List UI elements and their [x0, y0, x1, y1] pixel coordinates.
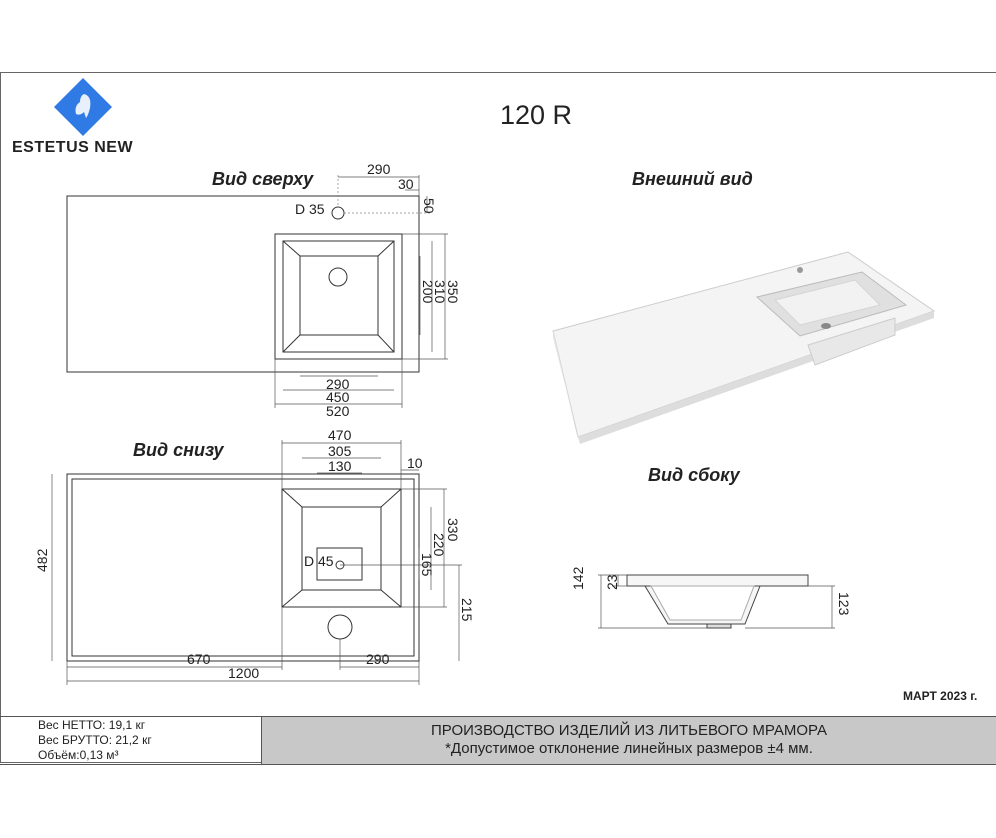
faucet-hole: [327, 614, 353, 640]
dimension-label: D 35: [295, 201, 325, 217]
countertop-outline: [66, 195, 420, 373]
dimension-label: D 45: [304, 553, 334, 569]
dimension-label: 30: [398, 176, 414, 192]
basin-outline: [274, 233, 403, 360]
banner-line-2: *Допустимое отклонение линейных размеров…: [445, 740, 813, 757]
title-block: Вес НЕТТО: 19,1 кг Вес БРУТТО: 21,2 кг О…: [0, 716, 996, 765]
dimension-label: 520: [326, 403, 350, 419]
dimension-label: 123: [836, 592, 852, 616]
elephant-diamond-icon: [54, 78, 112, 136]
date-label: МАРТ 2023 г.: [903, 689, 978, 703]
countertop-outline: [66, 473, 420, 662]
side-view-label: Вид сбоку: [648, 465, 741, 485]
specs-cell: Вес НЕТТО: 19,1 кг Вес БРУТТО: 21,2 кг О…: [0, 717, 262, 764]
top-view-label: Вид сверху: [212, 169, 314, 189]
dimension-label: 290: [326, 376, 350, 392]
top-view: Вид сверху 290 30 D 35 50 350 310 200 29…: [66, 161, 461, 419]
dimension-label: 305: [328, 443, 352, 459]
dimension-label: 470: [328, 427, 352, 443]
production-banner: ПРОИЗВОДСТВО ИЗДЕЛИЙ ИЗ ЛИТЬЕВОГО МРАМОР…: [262, 717, 996, 764]
dimension-label: 23: [604, 574, 620, 590]
net-weight: Вес НЕТТО: 19,1 кг: [38, 718, 146, 732]
sheet-frame: [0, 72, 996, 763]
dimension-label: 330: [445, 518, 461, 542]
dimension-label: 215: [459, 598, 475, 622]
dimension-label: 142: [570, 566, 586, 590]
side-view: Вид сбоку 142 23 123: [570, 465, 852, 629]
exterior-view: Внешний вид: [552, 169, 936, 444]
dimension-label: 350: [445, 280, 461, 304]
dimension-label: 130: [328, 458, 352, 474]
basin-outline: [281, 488, 402, 608]
banner-line-1: ПРОИЗВОДСТВО ИЗДЕЛИЙ ИЗ ЛИТЬЕВОГО МРАМОР…: [431, 722, 827, 739]
volume: Объём:0,13 м³: [38, 748, 119, 762]
model-title: 120 R: [500, 100, 573, 130]
drain-hole: [328, 267, 348, 287]
gross-weight: Вес БРУТТО: 21,2 кг: [38, 733, 152, 747]
dimension-label: 290: [366, 651, 390, 667]
dimension-label: 200: [420, 280, 436, 304]
dimension-label: 670: [187, 651, 211, 667]
dimension-label: 482: [34, 548, 50, 572]
dimension-label: 290: [367, 161, 391, 177]
brand-name: ESTETUS NEW: [12, 139, 134, 156]
bottom-view-label: Вид снизу: [133, 440, 224, 460]
dimension-label: 310: [432, 280, 448, 304]
exterior-view-label: Внешний вид: [632, 169, 753, 189]
dimension-label: 1200: [228, 665, 259, 681]
faucet-hole: [331, 206, 345, 220]
bottom-view: Вид снизу 470 305 130 10 D 45 330 220 16…: [34, 427, 475, 685]
dimension-label: 50: [421, 198, 437, 214]
dimension-label: 450: [326, 389, 350, 405]
dimension-label: 165: [419, 553, 435, 577]
dimension-label: 10: [407, 455, 423, 471]
dimension-label: 220: [431, 533, 447, 557]
